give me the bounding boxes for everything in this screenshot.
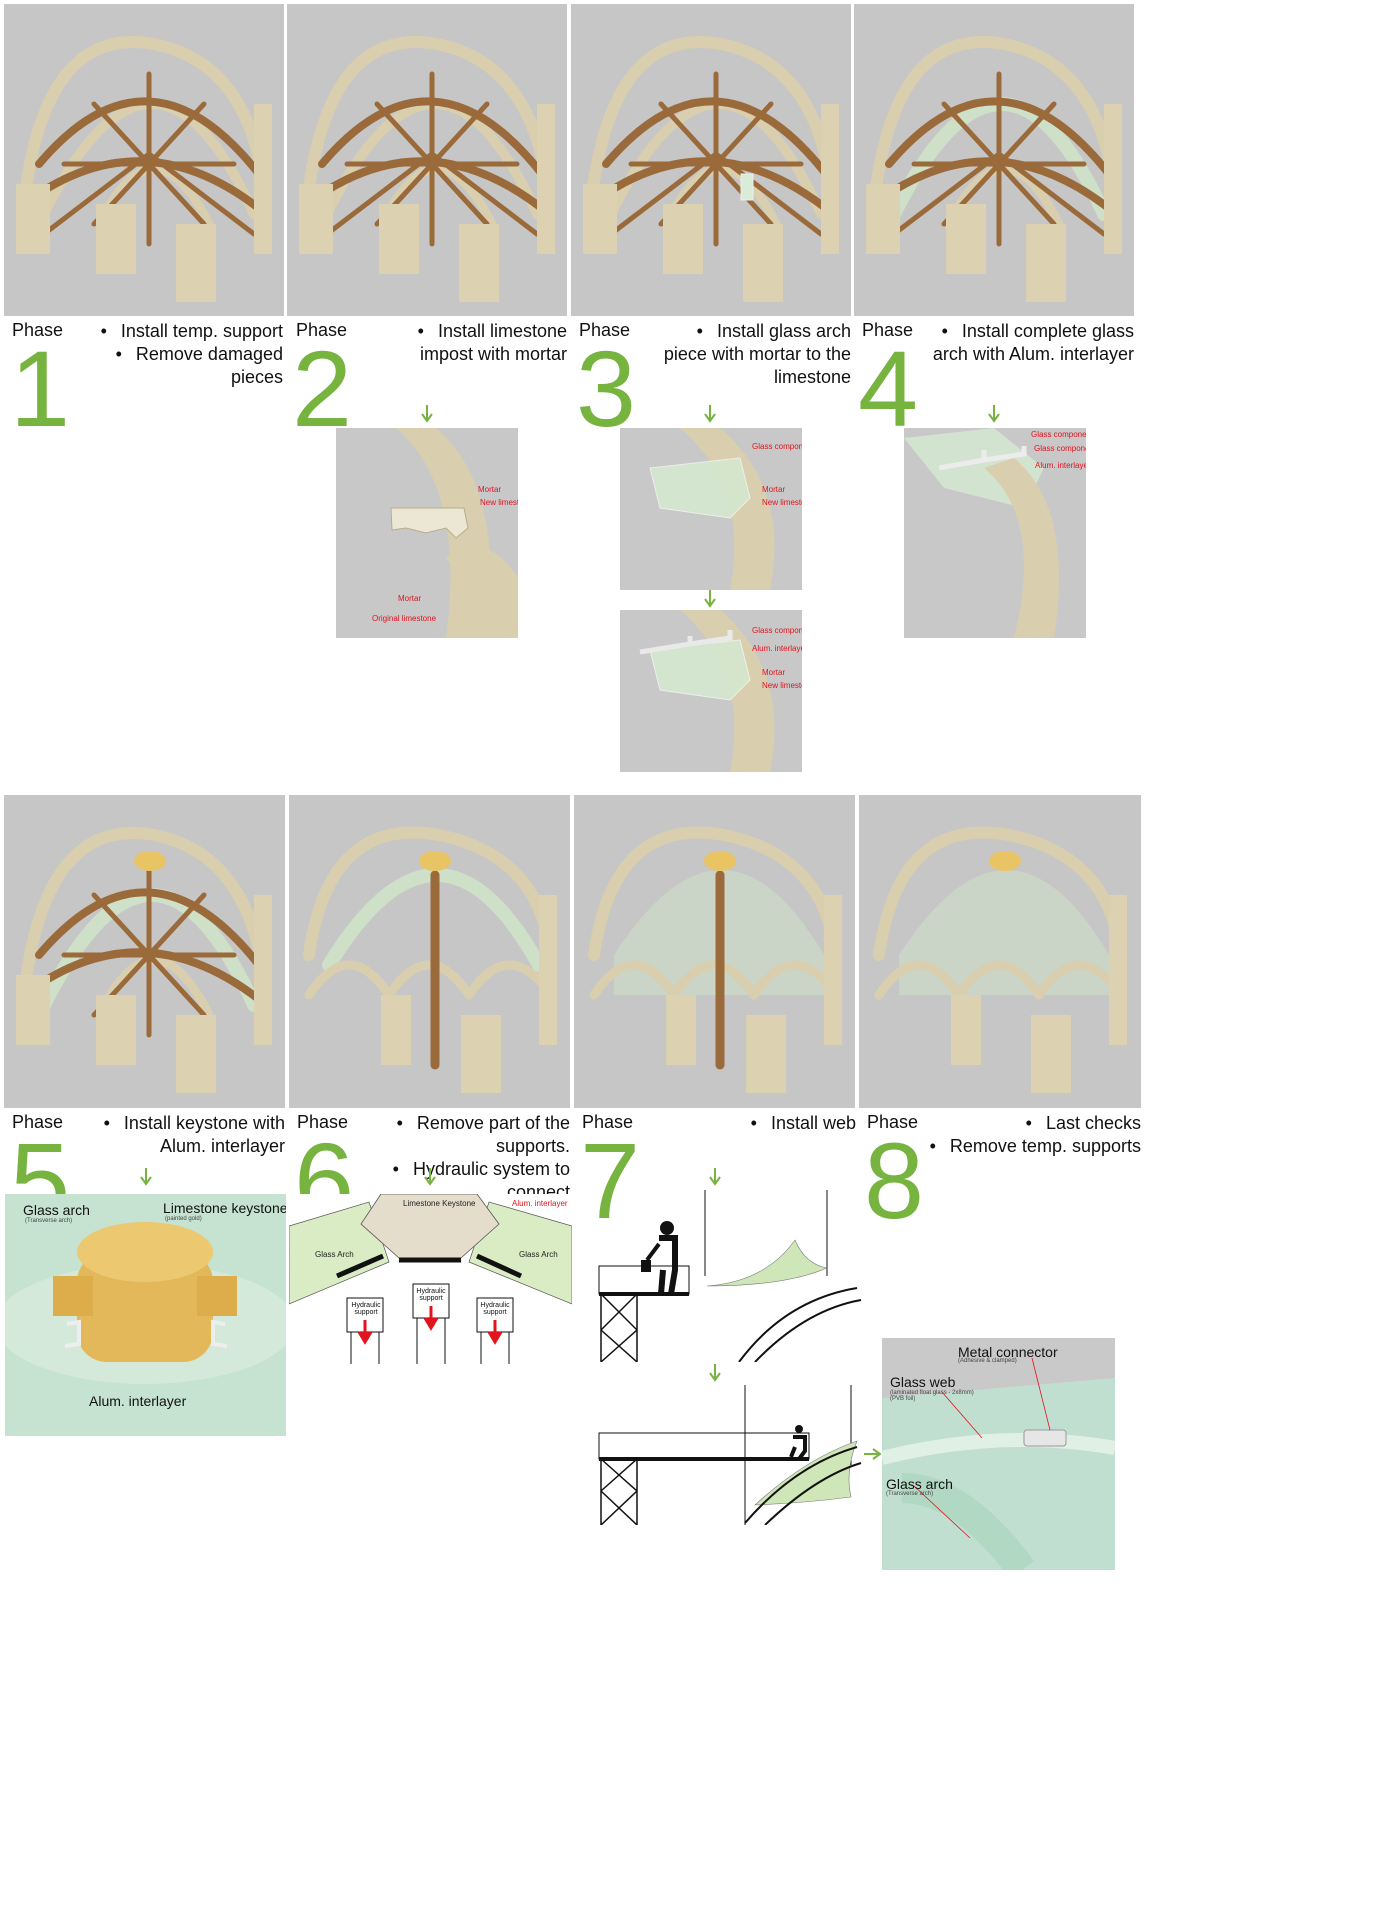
phase-7-steps: Install web <box>660 1112 856 1135</box>
d3b-mortar-label: Mortar <box>762 668 785 677</box>
phase-8-render <box>859 795 1141 1108</box>
d5-keystone-sub: (painted gold) <box>165 1216 202 1222</box>
d8-metal-sub: (Adhesive & clamped) <box>958 1358 1017 1364</box>
phase-3-detail-a: Glass component 1 Mortar New limestone <box>620 428 802 590</box>
d3a-glass1-label: Glass component 1 <box>752 442 802 451</box>
phase-8-step-1: Last checks <box>920 1112 1141 1135</box>
phase-3-number: 3 <box>576 335 636 443</box>
d5-glass-arch-label: Glass arch <box>23 1202 90 1218</box>
d2-mortar-top-label: Mortar <box>478 485 501 494</box>
d5-keystone-label: Limestone keystone <box>163 1200 286 1216</box>
d6-support-1-label: Hydraulic support <box>350 1302 382 1316</box>
d6-support-2-label: Hydraulic support <box>415 1288 447 1302</box>
d4-glass2-label: Glass component 2 <box>1031 430 1086 439</box>
phase-2-step-1: Install limestone impost with mortar <box>360 320 567 366</box>
phase-6-render <box>289 795 570 1108</box>
phase-4-step-1: Install complete glass arch with Alum. i… <box>905 320 1134 366</box>
right-arrow-icon <box>864 1448 884 1460</box>
phase-7-step-1: Install web <box>660 1112 856 1135</box>
phase-2-render <box>287 4 567 316</box>
d3b-glass1-label: Glass component 1 <box>752 626 802 635</box>
phase-3-steps: Install glass arch piece with mortar to … <box>650 320 851 389</box>
d6-keystone-label: Limestone Keystone <box>403 1199 476 1208</box>
phase-4-steps: Install complete glass arch with Alum. i… <box>905 320 1134 366</box>
d8-web-sub: (laminated float glass - 2x8mm) (PVB foi… <box>890 1390 980 1402</box>
d3a-mortar-label: Mortar <box>762 485 785 494</box>
d8-arch-sub: (Transverse arch) <box>886 1491 933 1497</box>
phase-8-number: 8 <box>864 1127 924 1235</box>
d2-mortar-low-label: Mortar <box>398 594 421 603</box>
d2-original-limestone-label: Original limestone <box>372 614 436 623</box>
phase-6-detail: Limestone Keystone Alum. interlayer Glas… <box>289 1194 572 1364</box>
phase-1-step-2: Remove damaged pieces <box>90 343 283 389</box>
phase-3-render <box>571 4 851 316</box>
d3b-alum-label: Alum. interlayer <box>752 644 802 653</box>
phase-5-step-1: Install keystone with Alum. interlayer <box>62 1112 285 1158</box>
down-arrow-icon <box>988 405 1000 425</box>
down-arrow-icon <box>704 590 716 610</box>
phase-7-render <box>574 795 855 1108</box>
phase-4-number: 4 <box>858 335 918 443</box>
down-arrow-icon <box>421 405 433 425</box>
d2-new-limestone-label: New limestone <box>480 498 518 507</box>
down-arrow-icon <box>704 405 716 425</box>
phase-5-render <box>4 795 285 1108</box>
d6-glass-right-label: Glass Arch <box>519 1250 558 1259</box>
phase-6-step-1: Remove part of the supports. <box>372 1112 570 1158</box>
phase-1-render <box>4 4 284 316</box>
phase-3-step-1: Install glass arch piece with mortar to … <box>650 320 851 389</box>
d3a-new-limestone-label: New limestone <box>762 498 802 507</box>
phase-4-render <box>854 4 1134 316</box>
phase-1-step-1: Install temp. support <box>90 320 283 343</box>
d8-arch-label: Glass arch <box>886 1476 953 1492</box>
d4-glass1-label: Glass component 1 <box>1034 444 1086 453</box>
phase-7-scaffold-diagram-b <box>595 1385 865 1525</box>
phase-8-steps: Last checks Remove temp. supports <box>920 1112 1141 1158</box>
phase-4-detail: Glass component 2 Glass component 1 Alum… <box>904 428 1086 638</box>
down-arrow-icon <box>140 1168 152 1188</box>
phase-1-steps: Install temp. support Remove damaged pie… <box>90 320 283 389</box>
phase-5-steps: Install keystone with Alum. interlayer <box>62 1112 285 1158</box>
phase-3-detail-b: Glass component 1 Alum. interlayer Morta… <box>620 610 802 772</box>
d6-glass-left-label: Glass Arch <box>315 1250 354 1259</box>
phase-2-steps: Install limestone impost with mortar <box>360 320 567 366</box>
d6-alum-label: Alum. interlayer <box>512 1199 568 1208</box>
down-arrow-icon <box>709 1168 721 1188</box>
phase-8-step-2: Remove temp. supports <box>920 1135 1141 1158</box>
phase-1-number: 1 <box>10 335 70 443</box>
d5-glass-arch-sub: (Transverse arch) <box>25 1218 72 1224</box>
d8-web-label: Glass web <box>890 1374 955 1390</box>
down-arrow-icon <box>424 1168 436 1188</box>
phase-5-detail: Glass arch (Transverse arch) Limestone k… <box>5 1194 286 1436</box>
d5-alum-label: Alum. interlayer <box>89 1393 186 1409</box>
phase-8-detail: Metal connector (Adhesive & clamped) Gla… <box>882 1338 1115 1570</box>
phase-7-scaffold-diagram-a <box>595 1190 865 1362</box>
d4-alum-label: Alum. interlayer <box>1035 461 1086 470</box>
d3b-new-limestone-label: New limestone <box>762 681 802 690</box>
d6-support-3-label: Hydraulic support <box>479 1302 511 1316</box>
down-arrow-icon <box>709 1364 721 1384</box>
phase-2-number: 2 <box>292 335 352 443</box>
phase-2-detail: Mortar New limestone Mortar Original lim… <box>336 428 518 638</box>
